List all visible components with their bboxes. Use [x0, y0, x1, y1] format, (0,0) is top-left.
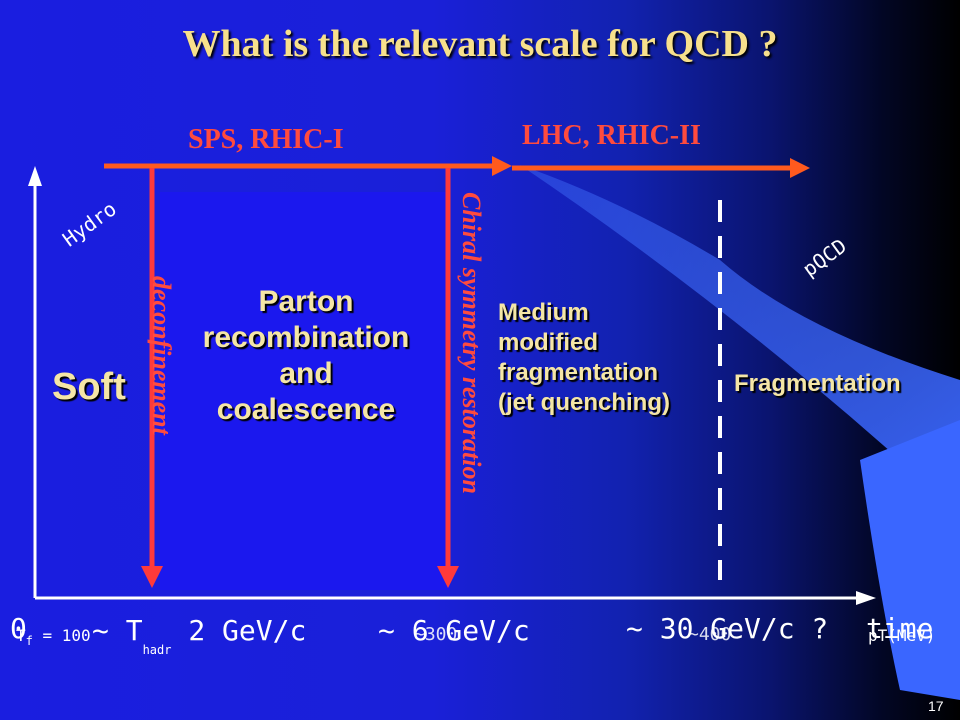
high-scale-under: ~400 [688, 624, 732, 645]
parton-line-1: Parton [258, 285, 354, 318]
pqcd-wedge [520, 165, 960, 560]
sps-rhic-arrowhead [492, 156, 512, 176]
time-label: time [866, 612, 934, 645]
medium-modified-text: Medium modified fragmentation (jet quenc… [498, 298, 670, 418]
unit-label: pT(MeV) [868, 626, 936, 645]
chiral-arrowhead [437, 566, 459, 588]
high-scale-label: ~ 30 GeV/c ? [626, 612, 829, 645]
fragmentation-label: Fragmentation [734, 370, 901, 397]
lhc-rhic-arrowhead [790, 158, 810, 178]
pqcd-wedge-lower [860, 420, 960, 700]
parton-region-box [160, 192, 450, 590]
deconfinement-arrowhead [141, 566, 163, 588]
horizontal-axis-arrowhead [856, 591, 876, 605]
deconfinement-label: deconfinement [147, 276, 176, 435]
parton-line-2: recombination [202, 321, 410, 354]
axis-origin: 0 [10, 612, 27, 645]
parton-line-4: coalescence [216, 393, 396, 426]
sps-rhic-label: SPS, RHIC-I [188, 124, 344, 155]
parton-recombination-text: Parton recombination and coalescence [186, 284, 426, 428]
medium-line-4: (jet quenching) [498, 389, 670, 416]
vertical-axis-arrowhead [28, 166, 42, 186]
parton-line-3: and [279, 357, 333, 390]
mid-scale-label: ~ 6 GeV/c [378, 614, 530, 647]
lhc-rhic-label: LHC, RHIC-II [522, 120, 701, 151]
tc-label: ~ Thadr 2 GeV/c [92, 614, 307, 657]
medium-line-3: fragmentation [498, 359, 659, 386]
slide-number: 17 [928, 698, 944, 714]
medium-line-2: modified [498, 329, 598, 356]
mid-scale-under: ~300 [414, 624, 458, 645]
slide-title: What is the relevant scale for QCD ? [182, 23, 778, 65]
soft-label: Soft [52, 366, 126, 408]
tf-label: Tf = 100 [16, 626, 91, 649]
medium-line-1: Medium [498, 299, 589, 326]
chiral-symmetry-label: Chiral symmetry restoration [457, 192, 486, 494]
